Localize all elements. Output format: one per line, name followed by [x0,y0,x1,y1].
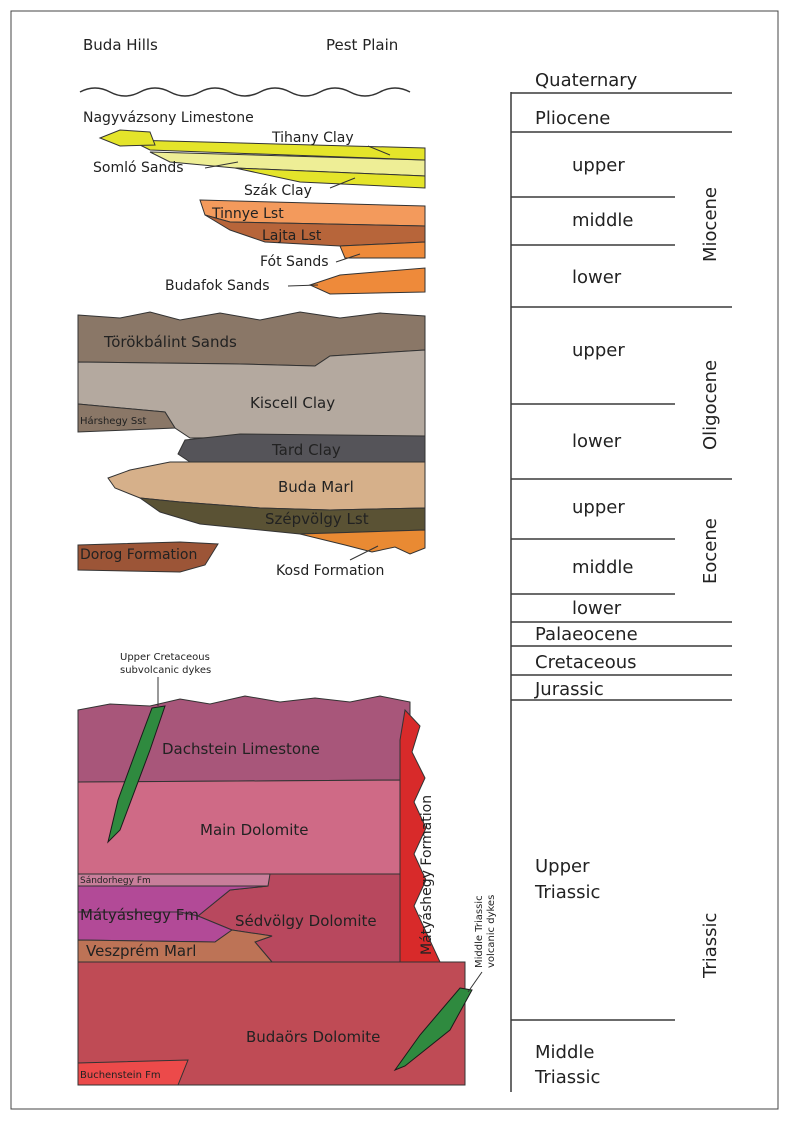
triassic-label: Triassic [700,913,721,979]
torokbalint-label: Törökbálint Sands [103,333,237,351]
buda-marl-label: Buda Marl [278,478,354,496]
somlo-label: Somló Sands [93,160,184,176]
miocene-middle-label: middle [572,210,633,231]
oligocene-upper-label: upper [572,340,625,361]
sandorhegy-label: Sándorhegy Fm [80,876,151,886]
tinnye-label: Tinnye Lst [211,206,284,222]
oligocene-label: Oligocene [700,360,721,450]
dorog-label: Dorog Formation [80,547,197,563]
miocene-lower-label: lower [572,267,622,288]
middle-triassic-dykes-label-2: volcanic dykes [486,895,497,968]
buda-hills-label: Buda Hills [83,36,158,54]
dachstein-limestone-layer [78,696,410,782]
buchenstein-label: Buchenstein Fm [80,1070,161,1081]
nagyvazsony-label: Nagyvázsony Limestone [83,110,254,126]
pliocene-label: Pliocene [535,108,610,129]
budafok-label: Budafok Sands [165,278,270,294]
pest-plain-label: Pest Plain [326,36,398,54]
miocene-upper-label: upper [572,155,625,176]
eocene-upper-label: upper [572,497,625,518]
eocene-lower-label: lower [572,598,622,619]
middle-triassic-label-1: Middle [535,1042,594,1063]
tard-label: Tard Clay [271,441,341,459]
upper-triassic-label-1: Upper [535,856,590,877]
upper-triassic-label-2: Triassic [534,882,600,903]
tihany-label: Tihany Clay [271,130,354,146]
middle-triassic-label-2: Triassic [534,1067,600,1088]
cretaceous-label: Cretaceous [535,652,637,673]
fot-label: Fót Sands [260,254,329,270]
eocene-middle-label: middle [572,557,633,578]
lajta-label: Lajta Lst [262,228,322,244]
veszprem-label: Veszprém Marl [86,942,196,960]
upper-cretaceous-dykes-label-2: subvolcanic dykes [120,665,211,676]
dachstein-label: Dachstein Limestone [162,740,320,758]
eocene-label: Eocene [700,518,721,584]
main-dolomite-label: Main Dolomite [200,821,309,839]
szak-label: Szák Clay [244,183,312,199]
quaternary-label: Quaternary [535,70,638,91]
szepvolgy-label: Szépvölgy Lst [265,510,369,528]
matyashegy-fm-label: Mátyáshegy Fm [80,906,199,924]
jurassic-label: Jurassic [534,679,604,700]
middle-triassic-dykes-label-1: Middle Triassic [474,895,485,968]
upper-cretaceous-dykes-label-1: Upper Cretaceous [120,652,210,663]
harshegy-label: Hárshegy Sst [80,415,146,427]
sedvolgy-label: Sédvölgy Dolomite [235,912,377,930]
oligocene-lower-label: lower [572,431,622,452]
budaors-label: Budaörs Dolomite [246,1028,380,1046]
miocene-label: Miocene [700,187,721,262]
kiscell-label: Kiscell Clay [250,394,335,412]
matyashegy-formation-label: Mátyáshegy Formation [419,795,435,955]
palaeocene-label: Palaeocene [535,624,638,645]
kosd-label: Kosd Formation [276,563,384,579]
